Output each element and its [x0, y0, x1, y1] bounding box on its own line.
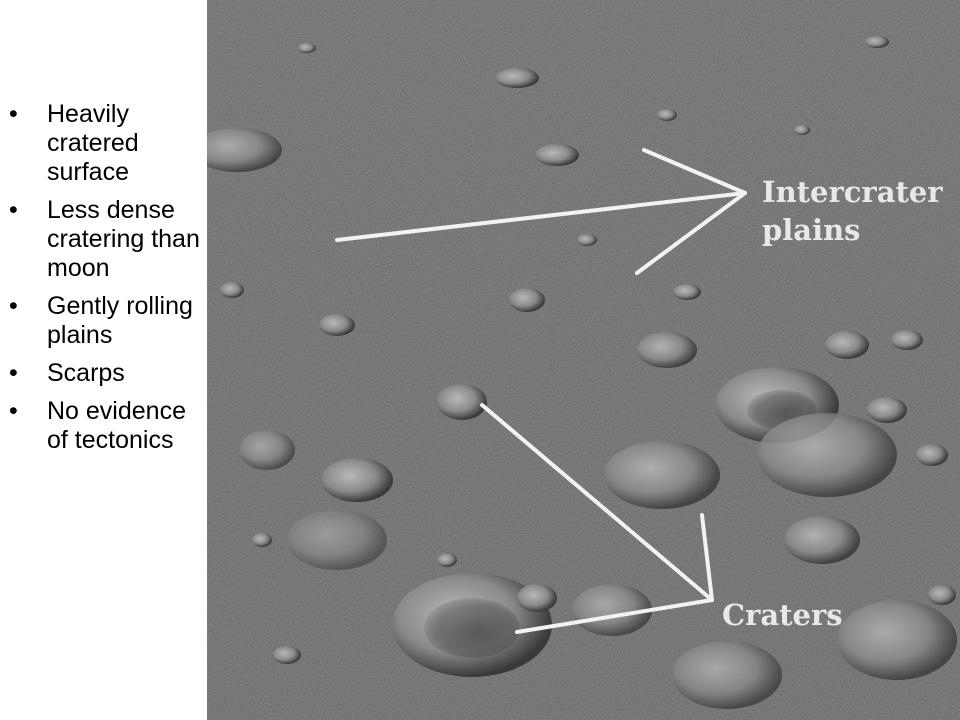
- crater: [916, 444, 948, 466]
- crater: [321, 458, 393, 502]
- crater: [437, 553, 457, 567]
- crater: [437, 384, 487, 420]
- annotation-lines: [335, 148, 747, 634]
- bullet-item: • Heavily cratered surface: [0, 100, 205, 187]
- crater: [220, 282, 244, 298]
- crater: [207, 128, 282, 172]
- crater: [672, 641, 782, 709]
- crater: [577, 234, 597, 246]
- plains-pointer-line: [642, 148, 747, 195]
- bullet-item: • No evidence of tectonics: [0, 397, 205, 455]
- bullet-dot: •: [9, 292, 18, 320]
- crater: [928, 585, 956, 605]
- bullet-text: Gently rolling plains: [47, 292, 193, 349]
- crater: [535, 144, 579, 166]
- plains-pointer-line: [335, 191, 747, 242]
- bullet-text: Heavily cratered surface: [47, 100, 139, 186]
- crater: [509, 288, 545, 312]
- crater: [273, 646, 301, 664]
- plains-pointer-line: [635, 191, 747, 275]
- small-craters: [220, 36, 956, 664]
- bullet-dot: •: [9, 359, 18, 387]
- crater: [495, 68, 539, 88]
- crater: [424, 598, 520, 658]
- bullet-text: Less dense cratering than moon: [47, 196, 200, 282]
- crater: [637, 332, 697, 368]
- crater: [673, 284, 701, 300]
- crater: [784, 516, 860, 564]
- large-craters: [207, 128, 957, 709]
- bullet-item: • Scarps: [0, 359, 205, 388]
- crater: [287, 510, 387, 570]
- crater: [794, 125, 810, 135]
- bullet-dot: •: [9, 100, 18, 128]
- bullet-text: Scarps: [47, 359, 125, 387]
- bullet-text: No evidence of tectonics: [47, 397, 186, 454]
- surface-photo-svg: Intercrater plains Craters: [207, 0, 960, 720]
- crater: [252, 533, 272, 547]
- crater: [757, 413, 897, 497]
- craters-label: Craters: [722, 598, 843, 632]
- crater: [657, 109, 677, 121]
- craters-pointer-line: [515, 598, 714, 634]
- craters-pointer-line: [700, 513, 714, 602]
- crater: [604, 441, 720, 509]
- bullet-dot: •: [9, 196, 18, 224]
- crater: [572, 584, 652, 636]
- crater: [517, 584, 557, 612]
- crater: [837, 600, 957, 680]
- plains-label-line1: Intercrater: [762, 175, 943, 209]
- plains-label-line2: plains: [762, 213, 861, 247]
- bullet-item: • Less dense cratering than moon: [0, 196, 205, 283]
- crater: [867, 397, 907, 423]
- crater: [865, 36, 889, 48]
- bullet-dot: •: [9, 397, 18, 425]
- crater: [319, 314, 355, 336]
- bullet-item: • Gently rolling plains: [0, 292, 205, 350]
- surface-photo: Intercrater plains Craters: [207, 0, 960, 720]
- bullet-list: • Heavily cratered surface • Less dense cr…: [0, 100, 205, 464]
- crater: [825, 331, 869, 359]
- crater: [239, 430, 295, 470]
- craters-pointer-line: [480, 403, 714, 602]
- crater: [298, 43, 316, 53]
- crater: [891, 330, 923, 350]
